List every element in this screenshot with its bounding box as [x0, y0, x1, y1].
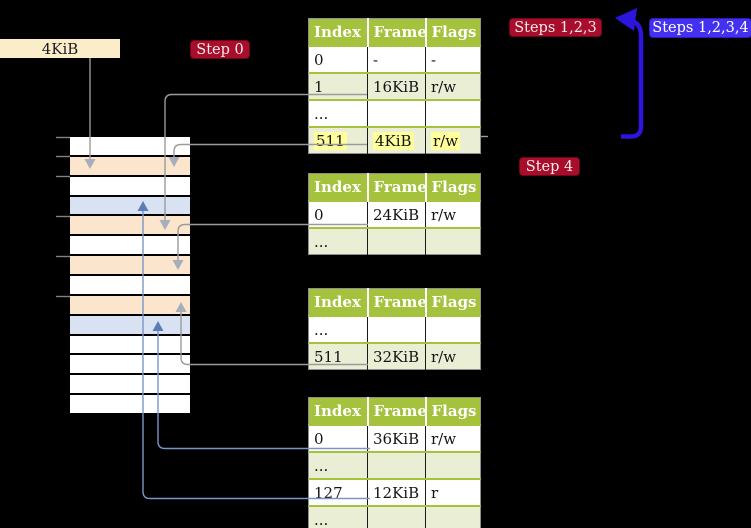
table-cell: [425, 315, 481, 343]
memory-frame-row: [70, 176, 190, 197]
table-cell: 1: [308, 72, 368, 100]
table-cell: 0: [308, 424, 368, 452]
table-cell: -: [367, 45, 426, 73]
table-cell: ...: [308, 315, 368, 343]
table-cell: ...: [308, 227, 368, 255]
memory-frame-row: [70, 236, 190, 257]
table-row: ...: [308, 451, 481, 479]
column-header: Flags: [424, 173, 481, 201]
table-cell: [425, 99, 481, 127]
table-cell: r/w: [425, 72, 481, 100]
table-cell: r/w: [425, 126, 481, 154]
column-header: Flags: [424, 18, 481, 46]
column-header: Flags: [424, 288, 481, 316]
table-cell: 12KiB: [367, 478, 426, 506]
column-header: Index: [308, 288, 368, 316]
highlighted-value: 511: [314, 131, 347, 150]
table-cell: 4KiB: [367, 126, 426, 154]
memory-frame-row: [70, 137, 190, 157]
table-row: 0--: [308, 45, 481, 73]
table-cell: 0: [308, 200, 368, 228]
highlighted-value: 4KiB: [373, 131, 414, 150]
table-cell: -: [425, 45, 481, 73]
table-cell: [425, 505, 481, 528]
table-cell: [367, 99, 426, 127]
table-cell: 24KiB: [367, 200, 426, 228]
table-row: ...: [308, 315, 481, 343]
memory-frame-row: [70, 216, 190, 237]
column-header: Index: [308, 173, 368, 201]
table-cell: 36KiB: [367, 424, 426, 452]
recursive-loop-arrow-icon: [615, 8, 644, 139]
column-header: Frame: [366, 397, 427, 425]
column-header: Index: [308, 397, 368, 425]
memory-frame-row: [70, 295, 190, 316]
column-header: Frame: [366, 18, 427, 46]
table-cell: ...: [308, 505, 368, 528]
highlighted-value: r/w: [431, 131, 461, 150]
column-header: Frame: [366, 173, 427, 201]
memory-frame-row: [70, 315, 190, 336]
table-cell: r/w: [425, 424, 481, 452]
step0-badge: Step 0: [190, 40, 250, 59]
table-cell: r: [425, 478, 481, 506]
table-cell: ...: [308, 99, 368, 127]
memory-frame-row: [70, 276, 190, 296]
memory-frame-row: [70, 355, 190, 376]
table-cell: r/w: [425, 200, 481, 228]
table-cell: [367, 451, 426, 479]
memory-frame-row: [70, 256, 190, 277]
table-cell: 32KiB: [367, 342, 426, 370]
memory-frame-row: [70, 335, 190, 356]
column-header: Flags: [424, 397, 481, 425]
table-row: ...: [308, 227, 481, 255]
table-cell: [367, 227, 426, 255]
memory-frame-row: [70, 395, 190, 414]
table-cell: 511: [308, 126, 368, 154]
memory-ticks-icon: [56, 136, 70, 298]
memory-frame-row: [70, 156, 190, 177]
table-row: ...: [308, 505, 481, 528]
table-cell: [425, 227, 481, 255]
steps123-badge: Steps 1,2,3: [509, 18, 602, 37]
column-header: Index: [308, 18, 368, 46]
table-row: ...: [308, 99, 481, 127]
table-cell: [425, 451, 481, 479]
table-cell: 16KiB: [367, 72, 426, 100]
table-cell: [367, 505, 426, 528]
table-row: 511 4KiB r/w: [308, 126, 481, 154]
table-cell: ...: [308, 451, 368, 479]
page-size-label: 4KiB: [0, 39, 120, 58]
table-cell: 0: [308, 45, 368, 73]
table-cell: r/w: [425, 342, 481, 370]
physical-memory-column: [70, 137, 190, 414]
memory-frame-row: [70, 196, 190, 217]
step4-badge: Step 4: [519, 157, 580, 176]
table-cell: 511: [308, 342, 368, 370]
column-header: Frame: [366, 288, 427, 316]
table-cell: 127: [308, 478, 368, 506]
memory-frame-row: [70, 375, 190, 396]
steps1234-badge: Steps 1,2,3,4: [649, 18, 751, 38]
table-cell: [367, 315, 426, 343]
